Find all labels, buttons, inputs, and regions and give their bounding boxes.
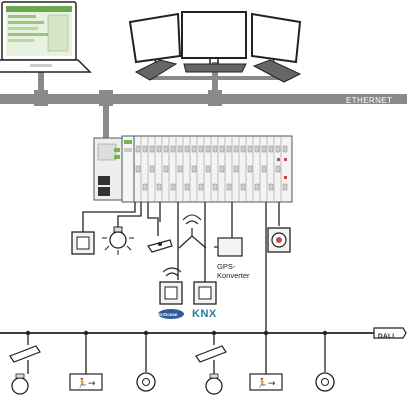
enocean-label: EnOcean (158, 312, 178, 317)
junction-box-icon (214, 237, 243, 257)
light-bulb-icon (205, 373, 223, 395)
antenna-icon (178, 214, 207, 249)
io-module-icon (133, 135, 293, 203)
connection-wires (82, 202, 280, 332)
keyboard-icon (183, 63, 247, 73)
exit-sign-icon: 🏃→ (249, 373, 283, 391)
luminaire-icon (9, 345, 41, 363)
light-bulb-icon (11, 373, 29, 395)
ethernet-bus (0, 62, 407, 140)
keyboard-icon (134, 59, 178, 81)
monitor-icon (128, 12, 182, 71)
wireless-switch-icon (159, 267, 183, 305)
exit-sign-icon: 🏃→ (69, 373, 103, 391)
svg-text:🏃→: 🏃→ (77, 377, 96, 389)
downlight-icon (315, 372, 335, 392)
dali-bus (0, 327, 407, 374)
luminaire-icon (195, 345, 227, 363)
wireless-switch-icon (193, 281, 217, 305)
ethernet-label: ETHERNET (346, 96, 393, 105)
motor-icon (147, 239, 173, 253)
monitor-icon (251, 12, 302, 71)
plc-controller-icon (93, 135, 135, 203)
enocean-logo-icon (158, 309, 184, 319)
light-bulb-icon (102, 226, 134, 255)
push-button-icon (71, 231, 95, 255)
monitor-icon (181, 11, 247, 67)
knx-logo-icon: KNX (192, 308, 217, 320)
dali-label: DALI (378, 333, 395, 340)
downlight-icon (136, 372, 156, 392)
laptop-icon (0, 1, 92, 73)
smoke-detector-icon (267, 227, 291, 253)
gps-converter-label: GPS- Konverter (217, 262, 250, 280)
keyboard-icon (252, 59, 302, 83)
svg-text:🏃→: 🏃→ (257, 377, 276, 389)
